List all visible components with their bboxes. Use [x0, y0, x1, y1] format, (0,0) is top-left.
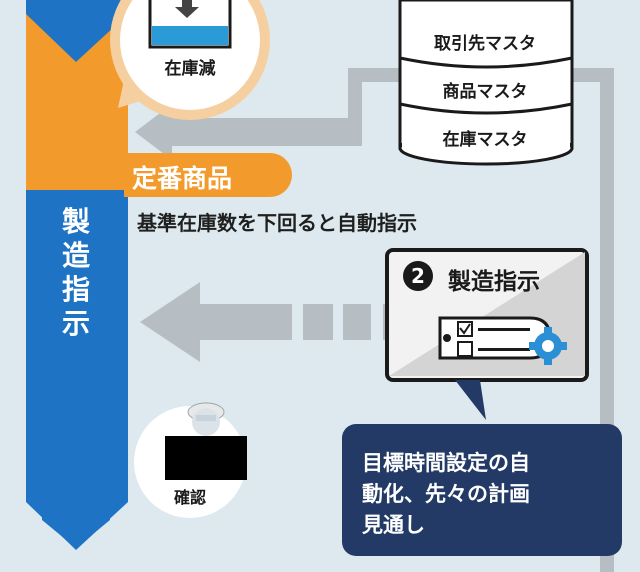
- auto-instruction-note: 基準在庫数を下回ると自動指示: [137, 211, 417, 235]
- worker-bubble: [134, 402, 247, 518]
- callout-line: 動化、先々の計画: [362, 482, 530, 506]
- card-title: 製造指示: [448, 269, 540, 295]
- step-number-badge: 2: [403, 261, 433, 291]
- inventory-bubble: [110, 0, 270, 120]
- db-label-products: 商品マスタ: [442, 82, 528, 102]
- callout-box: [342, 424, 622, 556]
- instruction-arrow: [140, 282, 395, 362]
- vertical-char: 示: [61, 307, 90, 340]
- checklist-icon: [438, 316, 552, 360]
- standard-product-title: 定番商品: [132, 164, 233, 193]
- worker-caption: 確認: [173, 488, 206, 507]
- process-arrow: [26, 0, 128, 550]
- vertical-char: 製: [61, 205, 90, 238]
- db-to-flow-arrow: [135, 104, 362, 160]
- callout-line: 見通し: [362, 513, 425, 537]
- db-label-stock: 在庫マスタ: [442, 130, 528, 150]
- manufacturing-instruction-label: 製 造 指 示: [50, 205, 102, 341]
- inventory-caption: 在庫減: [164, 59, 216, 79]
- database-cylinder: [398, 0, 574, 166]
- vertical-char: 造: [61, 239, 90, 272]
- gear-icon: [529, 327, 567, 365]
- callout-line: 目標時間設定の自: [362, 451, 530, 475]
- standard-product-tag: 定番商品: [124, 153, 292, 197]
- callout-text: 目標時間設定の自 動化、先々の計画 見通し: [362, 448, 612, 541]
- vertical-char: 指: [61, 273, 90, 306]
- db-label-suppliers: 取引先マスタ: [434, 34, 536, 54]
